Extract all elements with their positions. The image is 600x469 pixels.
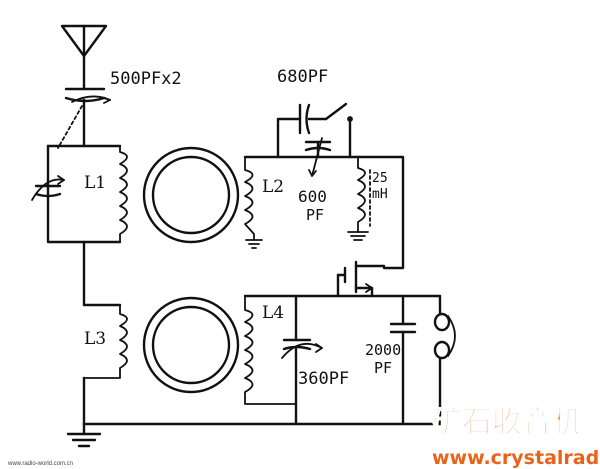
choke-25mh <box>347 156 371 241</box>
ground-bus <box>66 422 442 448</box>
choke-value: 25 <box>372 171 388 186</box>
choke-unit: mH <box>372 187 388 202</box>
mid-cap-unit: PF <box>306 206 324 224</box>
coil-L2-label: L2 <box>262 177 284 197</box>
ferrite-ring-top <box>142 146 240 244</box>
mid-cap-value: 600 <box>298 187 327 206</box>
coil-L2-circuit <box>243 155 360 249</box>
ferrite-ring-bottom <box>142 296 240 394</box>
coil-L3 <box>82 303 128 426</box>
capacitor-600pf <box>304 137 332 177</box>
antenna-variable-capacitor <box>57 87 111 149</box>
wire-right-upper <box>356 155 405 270</box>
antenna-symbol <box>60 24 108 90</box>
coil-L3-label: L3 <box>84 329 106 349</box>
coil-L4-circuit <box>243 294 456 426</box>
top-cap-label: 680PF <box>277 67 328 87</box>
brand-title-cn: 矿石收音机 <box>432 405 582 440</box>
bypass-cap-value: 2000 <box>365 341 401 359</box>
transistor-fet <box>336 260 386 298</box>
bypass-cap-unit: PF <box>374 359 392 377</box>
coil-L1-label: L1 <box>84 173 106 193</box>
brand-watermark: 矿石收音机 www.crystalradio.cn <box>432 405 600 469</box>
small-site-watermark: www.radio-world.com.cn <box>7 461 73 467</box>
coil-L4-label: L4 <box>262 303 284 323</box>
tune-cap-label: 360PF <box>298 369 349 389</box>
brand-site: www.crystalradio.cn <box>432 447 600 469</box>
antenna-cap-label: 500PFx2 <box>110 69 182 89</box>
coil-L1-tank <box>31 144 128 307</box>
capacitor-680pf <box>276 102 353 159</box>
